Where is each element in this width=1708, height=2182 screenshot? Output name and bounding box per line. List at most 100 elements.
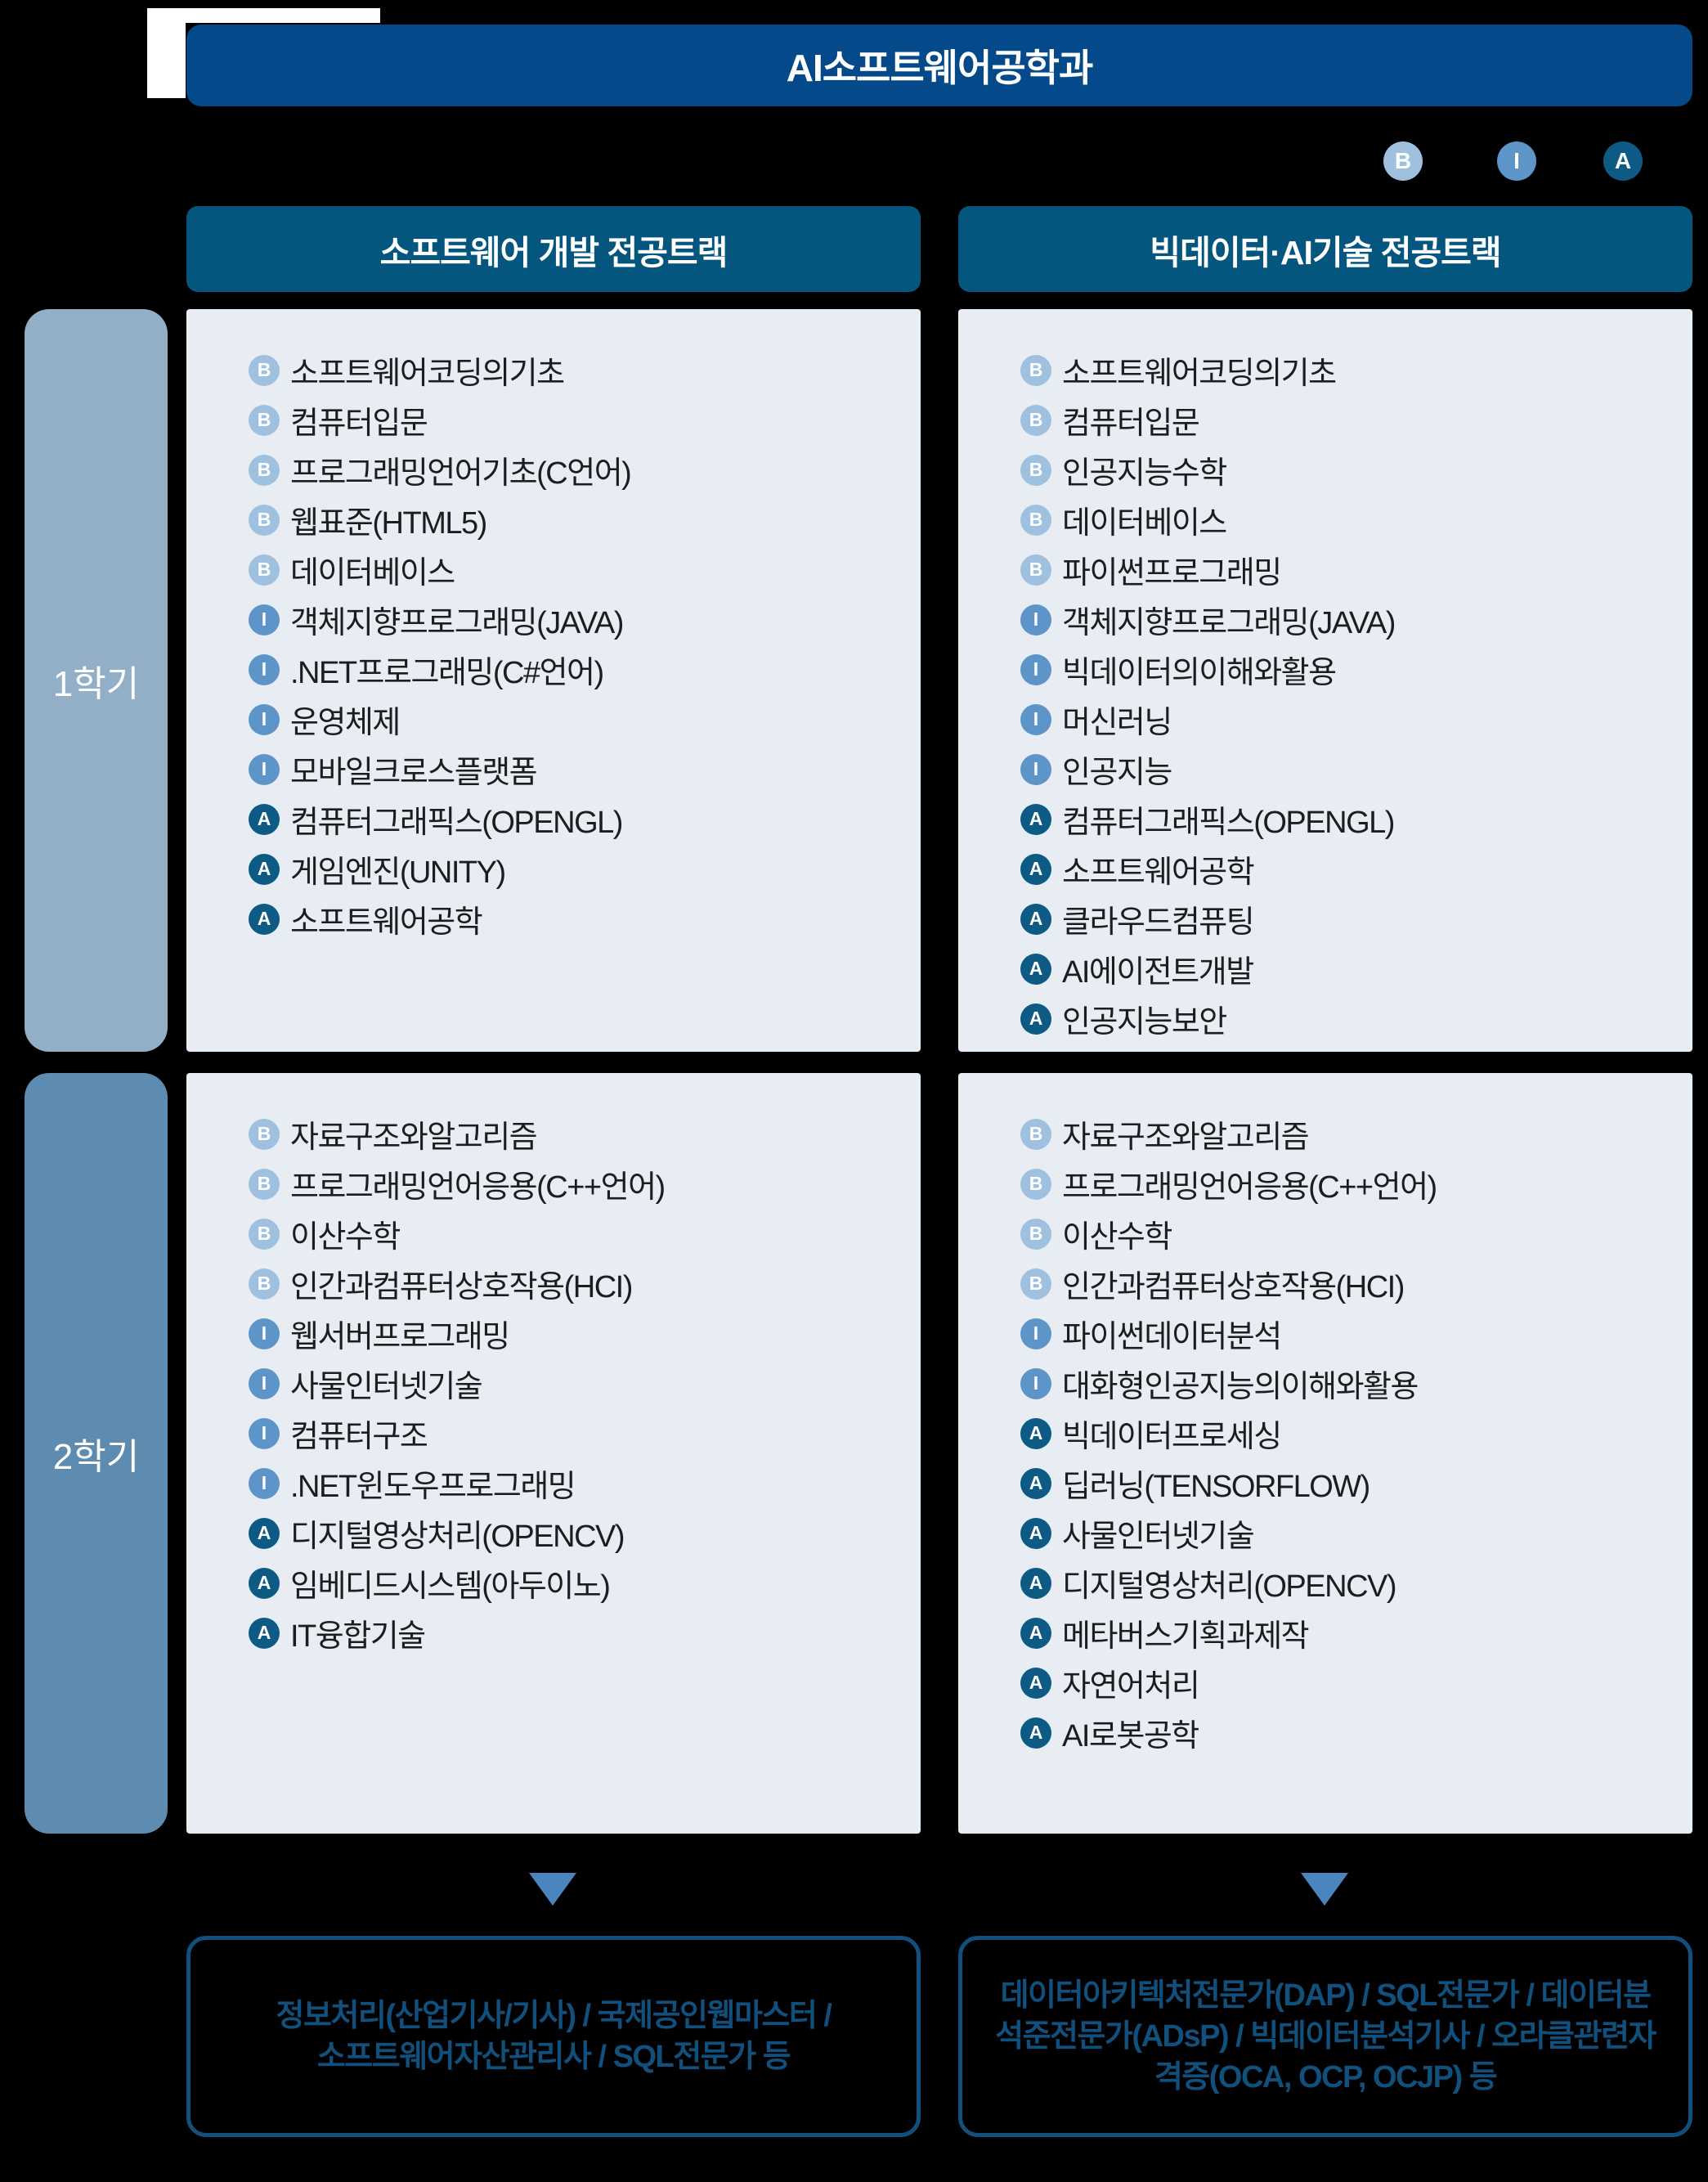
level-badge-A: A [1020,853,1051,885]
level-badge-B: B [249,1218,280,1250]
course-name: 프로그래밍언어응용(C++언어) [290,1170,666,1205]
level-badge-I: I [249,1367,280,1399]
course-name: AI로봇공학 [1062,1719,1199,1753]
level-badge-B: B [1020,354,1051,386]
level-badge-B: B [1020,404,1051,436]
level-badge-B: B [1020,554,1051,586]
course-name: 클라우드컴퓨팅 [1062,905,1255,940]
certification-box-software: 정보처리(산업기사/기사) / 국제공인웹마스터 / 소프트웨어자산관리사 / … [186,1936,921,2137]
level-badge-I: I [1020,604,1051,635]
course-name: 인간과컴퓨터상호작용(HCI) [290,1270,633,1304]
level-badge-B: B [1020,454,1051,486]
course-name: 사물인터넷기술 [290,1370,483,1404]
level-badge-A: A [249,853,280,885]
level-badge-B: B [249,1168,280,1200]
level-badge-A: A [1020,1567,1051,1599]
course-item: I 웹서버프로그래밍 [249,1309,904,1358]
level-badge-B: B [1020,1168,1051,1200]
course-item: B 인공지능수학 [1020,445,1676,495]
level-badge-A: A [1020,1717,1051,1749]
semester-1-sidebar: 1학기 [25,309,168,1052]
course-item: B 데이터베이스 [1020,495,1676,545]
certification-text: 데이터아키텍처전문가(DAP) / SQL전문가 / 데이터분 석준전문가(AD… [995,1978,1656,2095]
course-name: 컴퓨터입문 [290,406,428,441]
course-item: B 이산수학 [249,1209,904,1259]
course-item: I.NET프로그래밍(C#언어) [249,644,904,694]
level-badge-I: I [1020,1367,1051,1399]
level-badge-A: A [1020,1467,1051,1499]
level-badge-I: I [1020,753,1051,785]
certification-box-bigdata-ai: 데이터아키텍처전문가(DAP) / SQL전문가 / 데이터분 석준전문가(AD… [958,1936,1692,2137]
background-artifact [147,8,186,98]
course-name: 데이터베이스 [1062,506,1227,541]
level-badge-I: I [249,703,280,735]
level-badge-I: I [249,1417,280,1449]
course-name: 딥러닝(TENSORFLOW) [1062,1470,1370,1504]
level-badge-B: B [249,554,280,586]
level-badge-A: A [1020,1667,1051,1699]
course-item: B 자료구조와알고리즘 [1020,1109,1676,1159]
course-name: 웹표준(HTML5) [290,506,487,541]
course-name: 프로그래밍언어기초(C언어) [290,456,632,491]
level-badge-I: I [249,1318,280,1349]
legend-badge-advanced: A [1603,141,1643,181]
level-badge-A: A [249,1517,280,1549]
level-badge-I: I [1020,1318,1051,1349]
course-item: A 디지털영상처리(OPENCV) [249,1508,904,1558]
level-badge-B: B [1020,1118,1051,1150]
course-item: A 소프트웨어공학 [249,894,904,944]
level-badge-A: A [1020,1517,1051,1549]
course-name: 게임엔진(UNITY) [290,855,506,890]
course-name: 데이터베이스 [290,556,455,590]
course-name: 임베디드시스템(아두이노) [290,1569,611,1604]
background-artifact [147,8,380,23]
course-item: A 딥러닝(TENSORFLOW) [1020,1458,1676,1508]
course-name: 인공지능수학 [1062,456,1227,491]
course-name: 자료구조와알고리즘 [290,1120,538,1155]
course-item: I 사물인터넷기술 [249,1358,904,1408]
course-name: 인공지능보안 [1062,1005,1227,1039]
course-name: 소프트웨어코딩의기초 [1062,357,1337,391]
level-badge-A: A [249,903,280,935]
course-name: 웹서버프로그래밍 [290,1320,510,1354]
down-arrow-icon [1301,1873,1348,1906]
course-name: IT융합기술 [290,1619,426,1654]
level-badge-A: A [249,1617,280,1649]
course-name: 사물인터넷기술 [1062,1520,1255,1554]
course-name: 디지털영상처리(OPENCV) [290,1520,625,1554]
course-name: 소프트웨어공학 [290,905,483,940]
course-name: 이산수학 [1062,1220,1172,1255]
course-name: 소프트웨어공학 [1062,855,1255,890]
level-badge-B: B [1020,504,1051,536]
course-name: 모바일크로스플랫폼 [290,756,538,790]
level-badge-I: I [1020,653,1051,685]
course-item: B 데이터베이스 [249,545,904,595]
course-name: 자료구조와알고리즘 [1062,1120,1310,1155]
course-item: B 프로그래밍언어응용(C++언어) [249,1159,904,1209]
course-name: 대화형인공지능의이해와활용 [1062,1370,1419,1404]
level-badge-A: A [1020,953,1051,985]
course-name: 이산수학 [290,1220,401,1255]
level-badge-A: A [1020,803,1051,835]
course-name: 컴퓨터그래픽스(OPENGL) [290,806,623,840]
level-badge-B: B [249,404,280,436]
